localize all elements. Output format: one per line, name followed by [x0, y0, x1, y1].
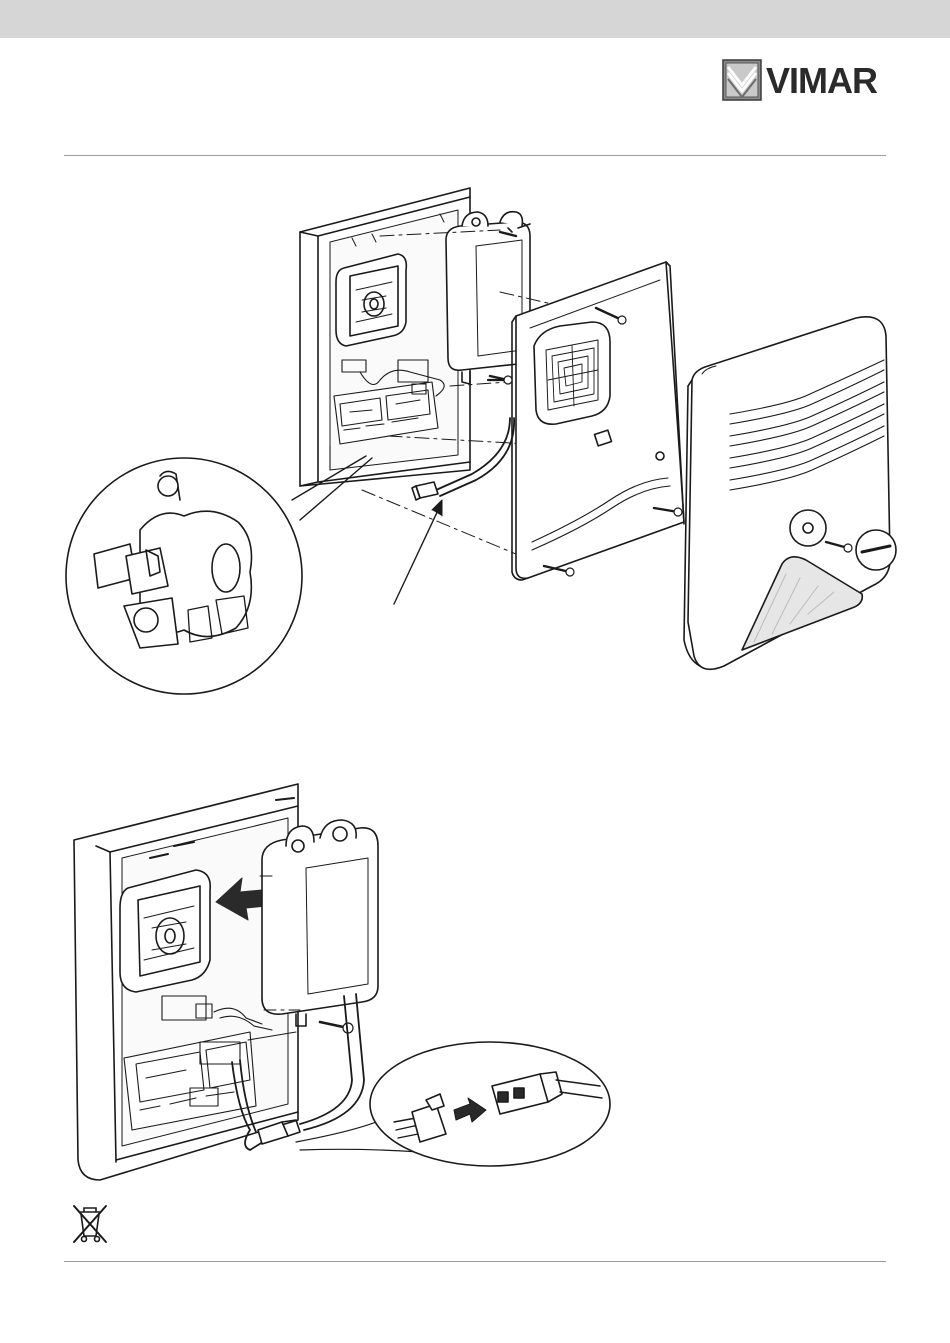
exploded-view-figure — [0, 160, 950, 720]
speaker-grille-icon — [534, 322, 610, 424]
horn-speaker-icon — [336, 254, 406, 346]
brand-logo: VIMAR — [722, 59, 888, 103]
horn-speaker-icon-2 — [120, 870, 210, 992]
power-module-2 — [262, 820, 378, 1033]
weee-crossed-bin-icon — [68, 1202, 112, 1246]
bottom-divider — [64, 1261, 886, 1262]
brand-name: VIMAR — [766, 60, 877, 102]
vimar-logo-mark-icon — [722, 59, 762, 101]
detail-magnifier — [66, 458, 302, 694]
connector-detail-magnifier — [370, 1042, 610, 1166]
top-divider — [64, 155, 886, 156]
header-band — [0, 0, 950, 38]
callout-arrow — [394, 500, 442, 604]
connector-view-figure — [0, 770, 950, 1180]
